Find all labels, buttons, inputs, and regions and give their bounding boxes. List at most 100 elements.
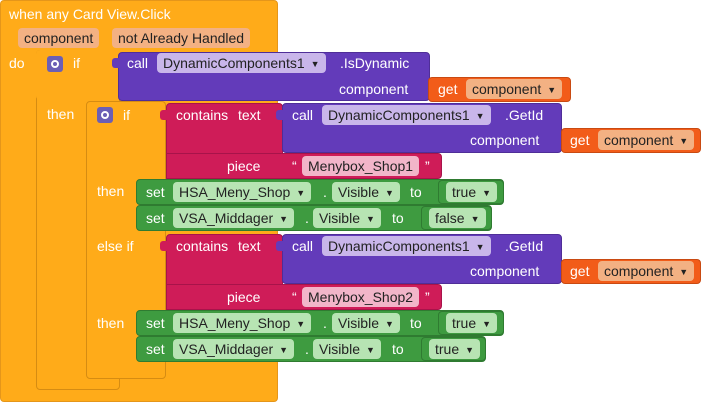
- set-label: set: [146, 315, 165, 331]
- component-name: DynamicComponents1: [328, 238, 470, 254]
- mutator-gear-icon[interactable]: [97, 107, 113, 123]
- to-label: to: [410, 184, 422, 200]
- param-not-already-handled[interactable]: not Already Handled: [112, 28, 251, 48]
- dot-separator: .: [323, 315, 327, 331]
- boolean-dropdown[interactable]: true ▼: [446, 313, 498, 333]
- boolean-value: false: [435, 210, 465, 226]
- component-name: DynamicComponents1: [328, 107, 470, 123]
- property-name: Visible: [319, 210, 360, 226]
- input-tab: [112, 58, 119, 68]
- do-label: do: [9, 55, 25, 71]
- to-label: to: [392, 210, 404, 226]
- quote-close: ”: [425, 289, 430, 305]
- chevron-down-icon: ▼: [279, 345, 289, 355]
- dot-separator: .: [305, 341, 309, 357]
- component-name: VSA_Middager: [179, 341, 274, 357]
- arg-label-component: component: [470, 132, 540, 148]
- chevron-down-icon: ▼: [385, 188, 394, 198]
- input-tab: [160, 241, 167, 251]
- chevron-down-icon: ▼: [465, 345, 475, 355]
- input-tab: [276, 110, 283, 120]
- property-name: Visible: [338, 315, 379, 331]
- chevron-down-icon: ▼: [296, 188, 306, 198]
- chevron-down-icon: ▼: [475, 111, 485, 121]
- quote-open: “: [292, 289, 297, 305]
- then-label-1: then: [97, 183, 125, 199]
- chevron-down-icon: ▼: [470, 214, 480, 224]
- get-variable-name: component: [472, 81, 542, 97]
- event-title: when any Card View.Click: [9, 6, 171, 22]
- get-label: get: [570, 132, 590, 148]
- input-tab: [276, 241, 283, 251]
- chevron-down-icon: ▼: [679, 136, 689, 146]
- component-name: HSA_Meny_Shop: [179, 184, 291, 200]
- component-dropdown[interactable]: DynamicComponents1 ▼: [322, 236, 491, 256]
- property-dropdown[interactable]: Visible ▼: [332, 313, 400, 333]
- call-label: call: [292, 238, 314, 254]
- set-label: set: [146, 341, 165, 357]
- chevron-down-icon: ▼: [475, 242, 485, 252]
- quote-open: “: [292, 158, 297, 174]
- piece-label: piece: [227, 289, 261, 305]
- component-dropdown[interactable]: DynamicComponents1▼: [157, 53, 326, 73]
- dot-separator: .: [305, 210, 309, 226]
- if-label-inner: if: [123, 107, 130, 123]
- component-dropdown[interactable]: VSA_Middager ▼: [173, 208, 295, 228]
- else-if-label: else if: [97, 238, 134, 254]
- chevron-down-icon: ▼: [279, 214, 289, 224]
- call-label: call: [127, 55, 149, 71]
- piece-label: piece: [227, 158, 261, 174]
- set-label: set: [146, 210, 165, 226]
- property-dropdown[interactable]: Visible ▼: [313, 208, 381, 228]
- property-name: Visible: [319, 341, 360, 357]
- boolean-dropdown[interactable]: true▼: [446, 182, 498, 202]
- then-label: then: [47, 106, 75, 122]
- get-label: get: [438, 81, 458, 97]
- then-label-2: then: [97, 315, 125, 331]
- mutator-gear-icon[interactable]: [47, 56, 63, 72]
- chevron-down-icon: ▼: [482, 319, 492, 329]
- quote-close: ”: [425, 158, 430, 174]
- text-literal-2[interactable]: Menybox_Shop2: [302, 287, 420, 307]
- method-name: .GetId: [505, 238, 544, 254]
- get-variable-dropdown[interactable]: component▼: [598, 261, 695, 281]
- to-label: to: [410, 315, 422, 331]
- method-name: .GetId: [505, 107, 544, 123]
- get-variable-dropdown[interactable]: component ▼: [466, 79, 563, 99]
- arg-label-component: component: [470, 263, 540, 279]
- chevron-down-icon: ▼: [366, 214, 375, 224]
- component-name: VSA_Middager: [179, 210, 274, 226]
- component-dropdown[interactable]: DynamicComponents1 ▼: [322, 105, 491, 125]
- get-variable-dropdown[interactable]: component ▼: [598, 130, 695, 150]
- component-name: DynamicComponents1: [163, 55, 305, 71]
- boolean-value: true: [435, 341, 460, 357]
- chevron-down-icon: ▼: [296, 319, 306, 329]
- to-label: to: [392, 341, 404, 357]
- param-component[interactable]: component: [18, 28, 100, 48]
- if-label: if: [73, 55, 80, 71]
- set-label: set: [146, 184, 165, 200]
- component-name: HSA_Meny_Shop: [179, 315, 291, 331]
- contains-label: contains: [176, 238, 229, 254]
- component-dropdown[interactable]: VSA_Middager ▼: [173, 339, 295, 359]
- component-dropdown[interactable]: HSA_Meny_Shop ▼: [173, 313, 312, 333]
- contains-label: contains: [176, 107, 229, 123]
- input-tab: [160, 110, 167, 120]
- chevron-down-icon: ▼: [385, 319, 394, 329]
- get-variable-name: component: [604, 132, 674, 148]
- contains-mode: text: [238, 107, 261, 123]
- boolean-dropdown[interactable]: true ▼: [429, 339, 481, 359]
- property-dropdown[interactable]: Visible ▼: [332, 182, 400, 202]
- boolean-dropdown[interactable]: false ▼: [429, 208, 486, 228]
- chevron-down-icon: ▼: [547, 85, 557, 95]
- text-literal-1[interactable]: Menybox_Shop1: [302, 156, 420, 176]
- property-name: Visible: [338, 184, 379, 200]
- method-name: .IsDynamic: [340, 55, 410, 71]
- property-dropdown[interactable]: Visible▼: [313, 339, 381, 359]
- chevron-down-icon: ▼: [679, 267, 689, 277]
- boolean-value: true: [452, 184, 477, 200]
- boolean-value: true: [452, 315, 477, 331]
- contains-mode: text: [238, 238, 261, 254]
- dot-separator: .: [323, 184, 327, 200]
- component-dropdown[interactable]: HSA_Meny_Shop ▼: [173, 182, 312, 202]
